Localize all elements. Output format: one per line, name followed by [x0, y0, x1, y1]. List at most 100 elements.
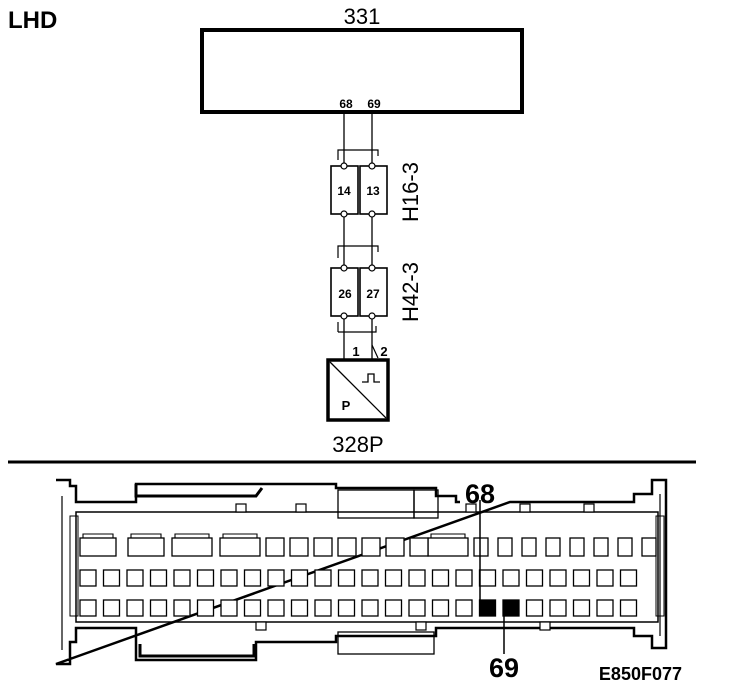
connector-cavity [549, 569, 567, 587]
connector-cavity [596, 569, 614, 587]
connector-cavity [385, 537, 405, 557]
connector-cavity [545, 537, 561, 557]
connector-cavity [173, 569, 191, 587]
connector-pin-13: 13 [366, 184, 380, 198]
connector-cavity [431, 599, 450, 617]
connector-id-h16-3: H16-3 [398, 162, 423, 222]
connector-cavity [314, 599, 332, 617]
connector-cavity [361, 599, 379, 617]
connector-cavity [473, 537, 489, 557]
connector-cavity [220, 569, 238, 587]
sensor-id: 328P [332, 432, 383, 457]
connector-cavity [79, 599, 97, 617]
connector-cavity [361, 537, 381, 557]
connector-cavity [497, 537, 513, 557]
connector-id-h42-3: H42-3 [398, 262, 423, 322]
connector-cavity [127, 537, 165, 557]
sensor-symbol-letter: P [342, 398, 351, 413]
connector-cavity [173, 599, 191, 617]
housing-key [413, 489, 439, 519]
connector-cavity [337, 569, 356, 587]
housing-key-bottom [337, 631, 435, 655]
connector-cavity [619, 599, 638, 617]
housing-outline [55, 478, 668, 666]
connector-h16-3: 14 13 H16-3 [330, 149, 423, 222]
connector-cavity [196, 599, 215, 617]
callout-69: 69 [489, 653, 519, 683]
connector-face: 68 69 [55, 478, 668, 683]
module-331: 331 68 69 [200, 4, 524, 114]
figure-code: E850F077 [599, 664, 682, 684]
connector-pin-14: 14 [337, 184, 351, 198]
connector-cavity [409, 537, 429, 557]
connector-cavity [361, 569, 379, 587]
connector-cavity [641, 537, 657, 557]
connector-h42-3: 26 27 H42-3 [330, 245, 423, 333]
connector-cavity [593, 537, 609, 557]
connector-cavity [290, 599, 309, 617]
connector-cavity [408, 599, 426, 617]
connector-cavity [79, 537, 117, 557]
connector-cavity [337, 537, 357, 557]
connector-cavity [478, 599, 497, 617]
cavity-field [75, 511, 659, 623]
sensor-pin-1: 1 [352, 344, 359, 359]
connector-cavity [171, 537, 213, 557]
connector-cavity [79, 569, 97, 587]
module-id: 331 [344, 4, 381, 29]
housing-key [337, 489, 415, 519]
connector-cavity [149, 599, 168, 617]
connector-cavity [243, 599, 262, 617]
connector-cavity [569, 537, 585, 557]
connector-cavity [384, 599, 403, 617]
connector-cavity [243, 569, 262, 587]
connector-cavity [289, 537, 309, 557]
connector-cavity [521, 537, 537, 557]
sensor-box [326, 358, 390, 422]
connector-cavity [126, 599, 144, 617]
connector-cavity [408, 569, 426, 587]
sensor-pin-2: 2 [380, 344, 387, 359]
connector-cavity [220, 599, 238, 617]
connector-pin-26: 26 [338, 287, 352, 301]
module-pin-68: 68 [339, 97, 353, 111]
connector-cavity [596, 599, 614, 617]
cavity-grid [79, 533, 657, 617]
connector-cavity [455, 569, 473, 587]
connector-cavity [525, 599, 544, 617]
connector-cavity [102, 599, 121, 617]
connector-cavity [149, 569, 168, 587]
connector-cavity [267, 569, 285, 587]
connector-cavity [265, 537, 285, 557]
connector-cavity [431, 569, 450, 587]
sensor-328p: 1 2 P 328P [326, 344, 390, 457]
connector-cavity [619, 569, 638, 587]
module-pin-69: 69 [367, 97, 381, 111]
connector-cavity [525, 569, 544, 587]
connector-cavity [502, 569, 520, 587]
connector-cavity [455, 599, 473, 617]
connector-cavity [478, 569, 497, 587]
module-box [200, 28, 524, 114]
pulse-icon [362, 373, 380, 383]
callout-68: 68 [465, 479, 495, 509]
connector-cavity [549, 599, 567, 617]
connector-cavity [196, 569, 215, 587]
housing-latch [134, 484, 264, 498]
connector-cavity [617, 537, 633, 557]
corner-label: LHD [8, 7, 57, 34]
connector-cavity [337, 599, 356, 617]
wires [343, 112, 373, 360]
sensor-diagonal [329, 361, 387, 419]
connector-cavity [290, 569, 309, 587]
connector-cavity [427, 537, 469, 557]
connector-cavity [314, 569, 332, 587]
connector-cavity [572, 599, 591, 617]
connector-cavity [572, 569, 591, 587]
connector-cavity [126, 569, 144, 587]
connector-pin-27: 27 [366, 287, 380, 301]
housing-latch-bottom [138, 644, 256, 658]
connector-cavity [384, 569, 403, 587]
connector-cavity [102, 569, 121, 587]
